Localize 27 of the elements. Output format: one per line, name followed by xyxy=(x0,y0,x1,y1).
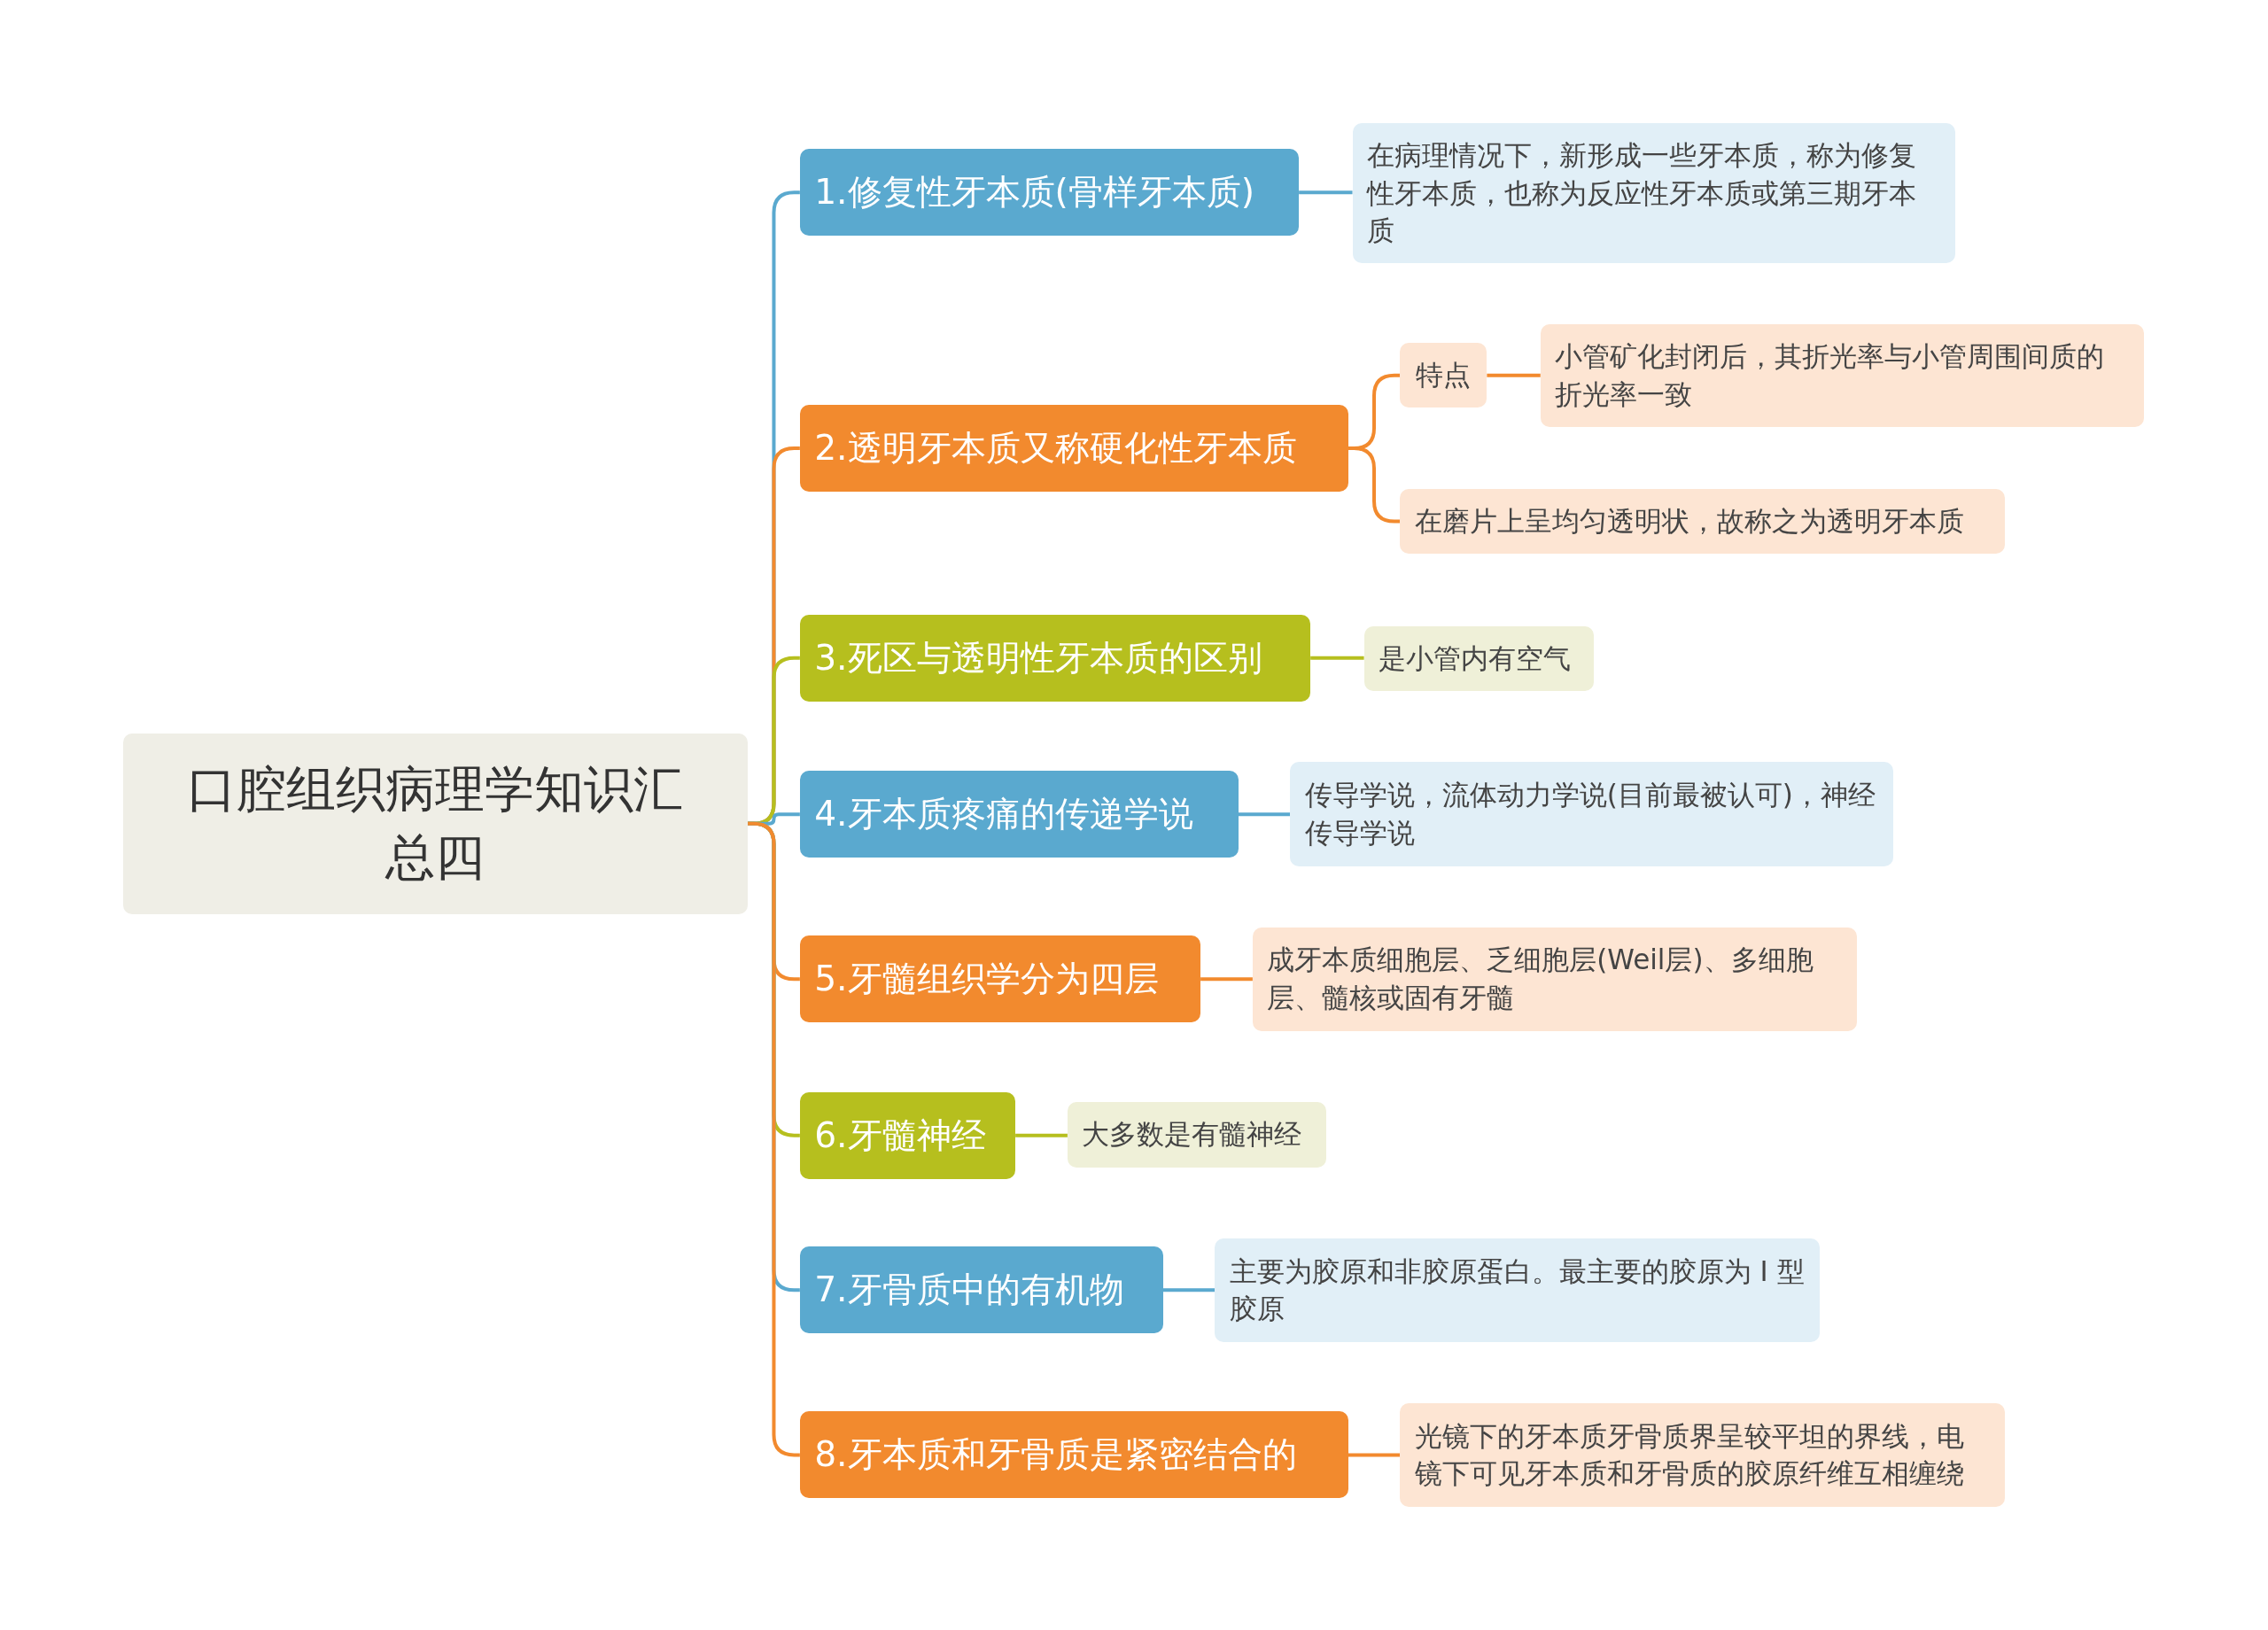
note-box: 特点 xyxy=(1400,342,1487,408)
connector-line xyxy=(1015,1133,1068,1137)
connector-line xyxy=(1348,1453,1401,1457)
note-box: 在磨片上呈均匀透明状，故称之为透明牙本质 xyxy=(1400,488,2005,555)
note-box: 光镜下的牙本质牙骨质界呈较平坦的界线，电镜下可见牙本质和牙骨质的胶原纤维互相缠绕 xyxy=(1400,1402,2005,1508)
branch-box: 5.牙髓组织学分为四层 xyxy=(799,935,1201,1023)
branch-box: 2.透明牙本质又称硬化性牙本质 xyxy=(799,405,1348,493)
note-box: 小管矿化封闭后，其折光率与小管周围间质的折光率一致 xyxy=(1540,323,2144,427)
note-box: 是小管内有空气 xyxy=(1363,625,1595,692)
note-box: 在病理情况下，新形成一些牙本质，称为修复性牙本质，也称为反应性牙本质或第三期牙本质 xyxy=(1352,122,1956,264)
branch-box: 7.牙骨质中的有机物 xyxy=(799,1246,1163,1334)
connector-line xyxy=(1487,373,1541,377)
connector-line xyxy=(1238,812,1291,817)
connector-line xyxy=(1200,977,1253,982)
connector-line xyxy=(1299,190,1353,195)
branch-box: 1.修复性牙本质(骨样牙本质) xyxy=(799,149,1300,237)
connector-line xyxy=(1310,656,1364,660)
branch-box: 6.牙髓神经 xyxy=(799,1091,1016,1179)
branch-box: 8.牙本质和牙骨质是紧密结合的 xyxy=(799,1411,1348,1499)
branch-box: 4.牙本质疼痛的传递学说 xyxy=(799,771,1239,858)
branch-box: 3.死区与透明性牙本质的区别 xyxy=(799,614,1311,702)
note-box: 传导学说，流体动力学说(目前最被认可)，神经传导学说 xyxy=(1290,762,1894,866)
note-box: 大多数是有髓神经 xyxy=(1067,1102,1327,1168)
topic-box: 口腔组织病理学知识汇总四 xyxy=(122,733,749,914)
note-box: 成牙本质细胞层、乏细胞层(Weil层)、多细胞层、髓核或固有牙髓 xyxy=(1252,927,1858,1032)
connector-line xyxy=(1162,1288,1216,1292)
note-box: 主要为胶原和非胶原蛋白。最主要的胶原为 I 型胶原 xyxy=(1215,1238,1820,1343)
